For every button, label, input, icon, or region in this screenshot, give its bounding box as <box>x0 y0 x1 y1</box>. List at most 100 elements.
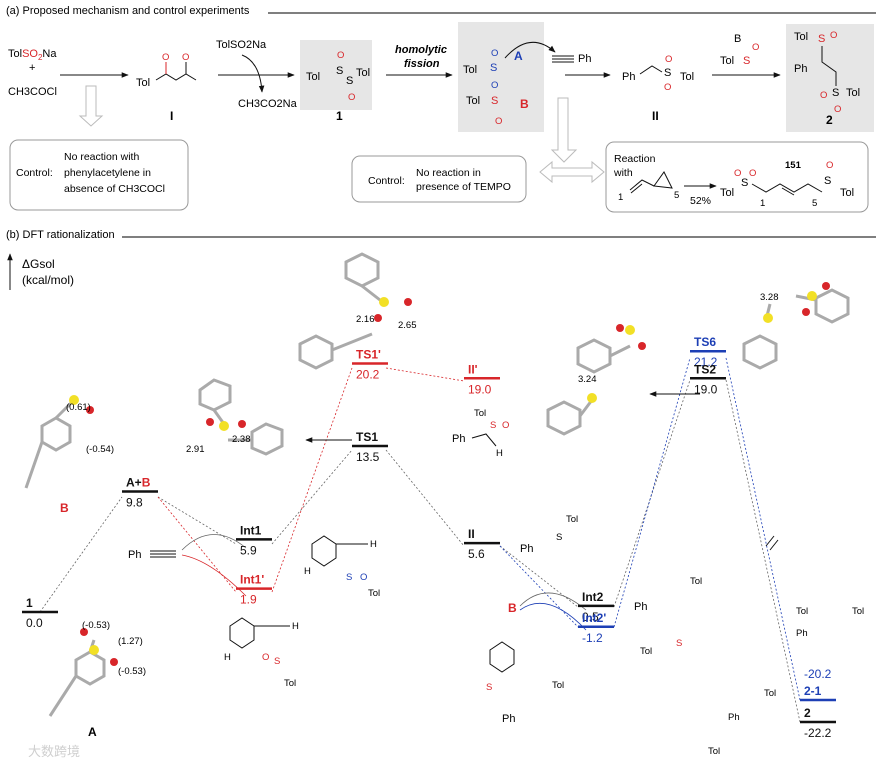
svg-text:2.91: 2.91 <box>186 444 205 455</box>
svg-text:Tol: Tol <box>764 688 776 699</box>
svg-text:O: O <box>834 104 841 115</box>
svg-text:2: 2 <box>826 113 833 127</box>
level-value-2: -22.2 <box>804 726 832 740</box>
svg-text:Tol: Tol <box>690 576 702 587</box>
label-B-3d: B <box>60 501 69 515</box>
svg-text:S: S <box>490 62 497 74</box>
svg-text:Tol: Tol <box>463 64 477 76</box>
radical-A: Tol S O O A <box>463 41 556 91</box>
svg-text:B: B <box>520 97 529 111</box>
watermark: 大数跨境 <box>28 744 80 759</box>
ts1-structure <box>198 378 284 456</box>
svg-text:Tol: Tol <box>720 55 734 67</box>
svg-text:O: O <box>734 168 741 179</box>
svg-text:5: 5 <box>674 190 679 201</box>
svg-text:(-0.54): (-0.54) <box>86 444 114 455</box>
section-a: (a) Proposed mechanism and control exper… <box>6 5 876 213</box>
svg-text:(-0.53): (-0.53) <box>118 666 146 677</box>
control-box-2 <box>351 155 527 203</box>
svg-text:O: O <box>491 48 498 59</box>
svg-text:1: 1 <box>760 198 765 209</box>
level-label-1: 1 <box>26 596 33 610</box>
svg-text:+: + <box>29 62 35 74</box>
svg-text:(-0.53): (-0.53) <box>82 620 110 631</box>
svg-text:Tol: Tol <box>840 187 854 199</box>
svg-text:absence of CH3COCl: absence of CH3COCl <box>64 183 165 195</box>
compound-1: Tol S S Tol O O 1 <box>306 50 370 123</box>
level-label-Int2: Int2 <box>582 590 604 604</box>
svg-text:S: S <box>676 638 682 649</box>
svg-text:Tol: Tol <box>356 67 370 79</box>
radical-B: Tol S O B <box>466 95 529 127</box>
section-b: (b) DFT rationalization ΔGsol (kcal/mol) <box>6 229 876 759</box>
svg-text:O: O <box>360 572 367 583</box>
svg-text:Tol: Tol <box>852 606 864 617</box>
svg-text:CH3COCl: CH3COCl <box>8 86 57 98</box>
ring-opened-product: Tol S O O 1 5 151 S O Tol <box>720 160 854 209</box>
svg-text:S: S <box>491 95 498 107</box>
svg-text:Ph: Ph <box>502 713 515 725</box>
phenylacetylene: Ph <box>552 53 591 65</box>
svg-text:2.16: 2.16 <box>356 314 375 325</box>
sketch-int1p: H H S O Tol <box>224 617 299 689</box>
svg-text:Tol: Tol <box>552 680 564 691</box>
svg-text:O: O <box>162 52 169 63</box>
label-I: I <box>170 109 173 123</box>
sketch-ii: Ph S Tol <box>520 514 578 555</box>
svg-text:Ph: Ph <box>578 53 591 65</box>
svg-text:S: S <box>743 55 750 67</box>
ts6-structure <box>742 282 850 370</box>
sketch-int1: H H S O Tol <box>304 535 380 599</box>
panel-product-2 <box>786 24 874 132</box>
svg-text:with: with <box>613 167 633 179</box>
level-label-Int1: Int1 <box>240 523 262 537</box>
sketch-phenylacetylene: Ph <box>128 549 176 561</box>
level-value-Int2: 0.5 <box>582 610 599 624</box>
reagent-toso2na-2: TolSO2Na <box>216 39 267 51</box>
svg-text:phenylacetylene in: phenylacetylene in <box>64 167 151 179</box>
svg-text:Tol: Tol <box>368 588 380 599</box>
sketch-int2p: B S Ph Tol <box>486 601 564 725</box>
svg-text:Tol: Tol <box>466 95 480 107</box>
svg-text:A: A <box>514 49 523 63</box>
level-value-TS1-: 20.2 <box>356 368 380 382</box>
svg-text:S: S <box>336 65 343 77</box>
svg-text:Control:: Control: <box>16 167 53 179</box>
molecule-A-3d: (-0.53) (1.27) (-0.53) A <box>48 620 146 739</box>
svg-text:Tol: Tol <box>794 31 808 43</box>
svg-text:Ph: Ph <box>796 628 808 639</box>
energy-axis-label: ΔGsol <box>22 257 55 271</box>
energy-levels: 10.0A+B9.8Int15.9Int1'1.9TS113.5TS1'20.2… <box>22 335 836 740</box>
svg-text:H: H <box>304 566 311 577</box>
svg-text:2.38: 2.38 <box>232 434 251 445</box>
svg-text:S: S <box>486 682 492 693</box>
svg-text:O: O <box>749 168 756 179</box>
svg-text:3.24: 3.24 <box>578 374 597 385</box>
level-label-A-B: A+B <box>126 475 151 489</box>
label-A-3d: A <box>88 725 97 739</box>
level-value-TS1: 13.5 <box>356 450 380 464</box>
level-label-TS2: TS2 <box>694 362 716 376</box>
svg-text:Tol: Tol <box>136 77 150 89</box>
panel-compound-1 <box>300 40 372 110</box>
level-value-A-B: 9.8 <box>126 495 143 509</box>
label-compound-1: 1 <box>336 109 343 123</box>
svg-text:II: II <box>652 109 659 123</box>
level-label-II: II <box>468 527 475 541</box>
level-label-Int1-: Int1' <box>240 573 264 587</box>
panel-radicals <box>458 22 544 132</box>
svg-text:Ph: Ph <box>794 63 807 75</box>
svg-text:S: S <box>664 67 671 79</box>
level-label-TS6: TS6 <box>694 335 716 349</box>
svg-text:H: H <box>496 448 503 459</box>
svg-text:Tol: Tol <box>708 746 720 757</box>
svg-text:S: S <box>741 177 748 189</box>
svg-text:3.28: 3.28 <box>760 292 779 303</box>
control-box-1 <box>9 139 189 211</box>
svg-text:52%: 52% <box>690 195 711 207</box>
svg-text:No reaction in: No reaction in <box>416 167 481 179</box>
svg-text:O: O <box>495 116 502 127</box>
svg-text:Tol: Tol <box>566 514 578 525</box>
svg-text:H: H <box>292 621 299 632</box>
section-a-title: (a) Proposed mechanism and control exper… <box>6 5 250 17</box>
